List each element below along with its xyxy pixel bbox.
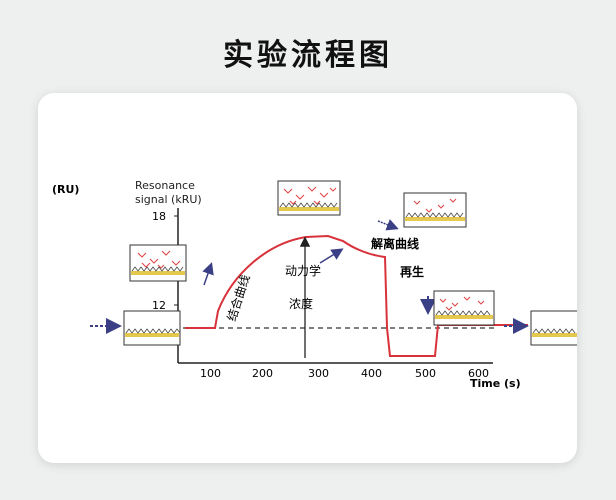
sensorgram-diagram: (RU) Resonance signal (kRU) 18 12 100 20… [52, 179, 592, 390]
x-tick-label: 200 [252, 367, 273, 380]
y-unit-label: (RU) [52, 183, 79, 196]
sensor-chip-kinetics [277, 180, 341, 216]
sensor-chip-baseline [123, 310, 181, 346]
x-tick-label: 400 [361, 367, 382, 380]
sensorgram-curve [185, 234, 528, 357]
y-tick-label: 18 [152, 210, 166, 223]
y-axis-title-line2: signal (kRU) [135, 193, 202, 206]
sensor-chip-association [129, 244, 187, 282]
concentration-label: 浓度 [289, 296, 313, 311]
association-arrow-icon [202, 262, 214, 286]
sensor-chip-regeneration [433, 290, 495, 326]
y-axis-title-line1: Resonance [135, 179, 195, 192]
x-tick-label: 500 [415, 367, 436, 380]
kinetics-arrow-icon [319, 248, 344, 264]
sensor-chip-dissociation [403, 192, 467, 228]
dissociation-label: 解离曲线 [371, 236, 419, 251]
sensor-chip-final [530, 310, 592, 346]
x-axis-title: Time (s) [470, 377, 521, 390]
x-tick-label: 600 [468, 367, 489, 380]
association-label: 结合曲线 [224, 273, 253, 323]
regeneration-label: 再生 [400, 264, 424, 279]
diagram-card: (RU) Resonance signal (kRU) 18 12 100 20… [38, 93, 592, 463]
dissociation-arrow-icon [377, 219, 399, 231]
y-tick-label: 12 [152, 299, 166, 312]
kinetics-label: 动力学 [285, 263, 321, 278]
page-title: 实验流程图 [223, 38, 393, 73]
x-tick-label: 100 [200, 367, 221, 380]
x-tick-label: 300 [308, 367, 329, 380]
